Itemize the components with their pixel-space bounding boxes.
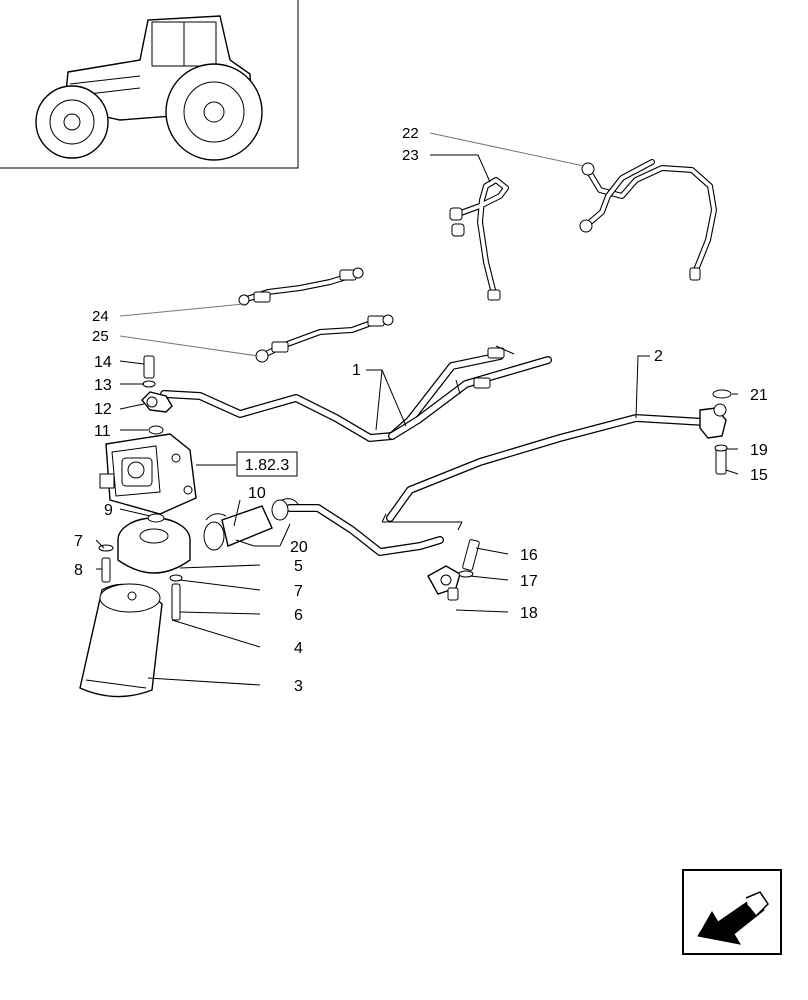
pipe-23 xyxy=(449,177,509,301)
callout-3: 3 xyxy=(294,678,303,695)
callout-8: 8 xyxy=(74,562,83,579)
washer-7 xyxy=(169,574,183,582)
callout-17: 17 xyxy=(520,573,538,590)
callout-11: 11 xyxy=(94,423,111,440)
callout-14: 14 xyxy=(94,354,112,371)
filter-head xyxy=(117,513,191,574)
callout-21: 21 xyxy=(750,387,768,404)
washer-11 xyxy=(148,425,164,435)
callout-25: 25 xyxy=(92,328,109,345)
navigation-arrow-icon[interactable] xyxy=(682,869,782,955)
callout-7-right: 7 xyxy=(294,583,303,600)
callout-13: 13 xyxy=(94,377,112,394)
banjo-fitting-12 xyxy=(141,391,173,413)
callout-23: 23 xyxy=(402,147,419,164)
callout-12: 12 xyxy=(94,401,112,418)
reference-box-label: 1.82.3 xyxy=(245,457,290,474)
hose-10 xyxy=(203,498,299,551)
screw-8 xyxy=(98,544,114,583)
callout-2: 2 xyxy=(654,348,663,365)
callout-10: 10 xyxy=(248,485,266,502)
callout-19: 19 xyxy=(750,442,768,459)
tractor-thumbnail-icon xyxy=(0,0,299,169)
pipe-22 xyxy=(579,159,717,281)
callouts: 22 23 24 25 1 2 21 19 15 14 13 12 11 10 … xyxy=(74,125,768,695)
bolt-15 xyxy=(714,444,728,475)
pump xyxy=(99,433,197,515)
callout-24: 24 xyxy=(92,308,109,325)
filter-cartridge-3 xyxy=(79,583,163,698)
hose-24 xyxy=(238,267,364,306)
callout-15: 15 xyxy=(750,467,768,484)
banjo-fitting-18 xyxy=(427,539,480,601)
pipe-20 xyxy=(286,504,444,556)
callout-9: 9 xyxy=(104,502,113,519)
callout-1: 1 xyxy=(352,362,361,379)
pipe-2 xyxy=(381,403,727,531)
ring-21 xyxy=(712,389,732,399)
callout-5: 5 xyxy=(294,558,303,575)
leader-lines xyxy=(95,132,739,686)
reference-box xyxy=(236,451,298,477)
callout-4: 4 xyxy=(294,640,303,657)
pipe-1 xyxy=(160,345,552,442)
callout-16: 16 xyxy=(520,547,538,564)
screw-6 xyxy=(171,583,181,621)
bolt-14 xyxy=(142,355,156,388)
callout-7-left: 7 xyxy=(74,533,83,550)
callout-6: 6 xyxy=(294,607,303,624)
callout-18: 18 xyxy=(520,605,538,622)
callout-20: 20 xyxy=(290,539,308,556)
hose-25 xyxy=(255,314,394,363)
callout-22: 22 xyxy=(402,125,419,142)
